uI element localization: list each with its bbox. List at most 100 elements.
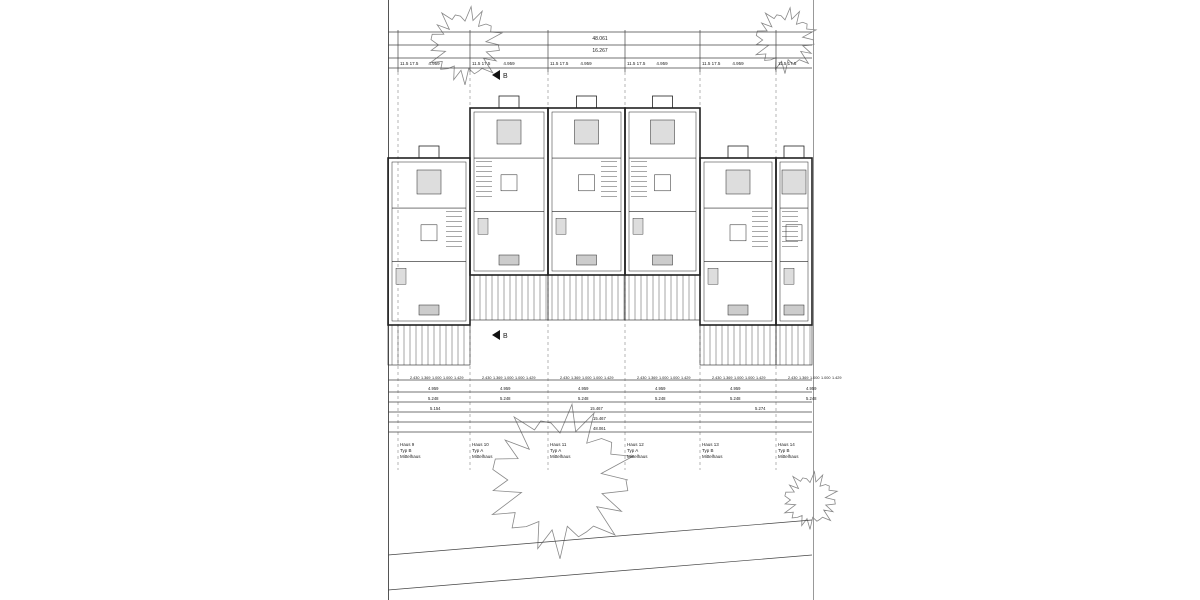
dimension-text: 1.000 [582, 376, 592, 380]
dining-table [727, 304, 749, 316]
dimension-text: 4.959 [656, 61, 668, 66]
bed [496, 119, 522, 145]
dimension-text: 5.248 [428, 396, 439, 401]
section-arrow-icon [492, 70, 500, 80]
house-type: Typ A [627, 448, 638, 453]
dimension-text: 1.429 [756, 376, 766, 380]
sofa [477, 218, 489, 235]
dimension-text: 4.959 [428, 386, 439, 391]
dimension-text: 2.430 [788, 376, 798, 380]
dimension-text: 1.000 [821, 376, 831, 380]
house-kind: Mittelhaus [550, 454, 571, 459]
dimension-text: 4.959 [500, 386, 511, 391]
sofa [555, 218, 567, 235]
houses [387, 95, 813, 366]
terrace [624, 274, 701, 321]
house-name: Haus 12 [627, 442, 644, 447]
dimension-text: 1.000 [659, 376, 669, 380]
house-kind: Mittelhaus [400, 454, 421, 459]
dimension-text: 1.369 [421, 376, 431, 380]
sofa [707, 268, 719, 285]
house-type: Typ A [472, 448, 483, 453]
terrace [547, 274, 626, 321]
house-inner-wall [779, 161, 809, 322]
terrace [775, 324, 813, 366]
dimension-text: 1.000 [504, 376, 514, 380]
house-kind: Mittelhaus [627, 454, 648, 459]
dimension-text: 1.000 [432, 376, 442, 380]
dining-table [498, 254, 520, 266]
dimension-text: 48.061 [592, 36, 608, 42]
dimension-text: 11.5 17.5 [702, 61, 721, 66]
bed [725, 169, 751, 195]
house-kind: Mittelhaus [778, 454, 799, 459]
dimension-text: 4.959 [580, 61, 592, 66]
bathroom-fixtures [785, 224, 803, 242]
bathroom-fixtures [578, 174, 595, 192]
drawing-sheet [388, 0, 814, 600]
dimension-text: 1.000 [810, 376, 820, 380]
dimension-text: 1.369 [571, 376, 581, 380]
tree-outline [429, 5, 504, 86]
dimension-text: 5.274 [755, 406, 766, 411]
dimension-text: 2.430 [482, 376, 492, 380]
dimension-text: 16.267 [592, 48, 608, 54]
house-inner-wall [391, 161, 467, 322]
dimension-text: 4.959 [655, 386, 666, 391]
dimension-text: 1.429 [454, 376, 464, 380]
dimension-text: 5.248 [500, 396, 511, 401]
terrace [469, 274, 549, 321]
roof-element [418, 145, 440, 159]
section-label: B [503, 73, 508, 80]
dimension-text: 15.467 [590, 406, 603, 411]
house-name: Haus 10 [472, 442, 489, 447]
house-inner-wall [703, 161, 773, 322]
dining-table [652, 254, 673, 266]
dimension-text: 4.959 [732, 61, 744, 66]
dimension-text: 1.369 [799, 376, 809, 380]
dimension-text: 48.061 [593, 426, 606, 431]
dimension-text: 1.429 [604, 376, 614, 380]
dimension-text: 5.154 [430, 406, 441, 411]
dimension-text: 1.369 [723, 376, 733, 380]
terrace [699, 324, 777, 366]
dimension-text: 1.000 [593, 376, 603, 380]
dimension-text: 4.959 [428, 61, 440, 66]
road-line [387, 519, 813, 556]
dimension-text: 1.000 [515, 376, 525, 380]
house-type: Typ A [550, 448, 561, 453]
house-type: Typ B [778, 448, 790, 453]
section-markers: BB [492, 70, 508, 340]
roof-element [652, 95, 673, 109]
bathroom-fixtures [654, 174, 671, 192]
house-type: Typ B [400, 448, 412, 453]
dimension-text: 2.430 [560, 376, 570, 380]
bathroom-fixtures [729, 224, 747, 242]
dimension-text: 4.959 [578, 386, 589, 391]
dimension-text: 1.369 [493, 376, 503, 380]
bed [574, 119, 599, 145]
dining-table [783, 304, 805, 316]
tree-outline [754, 6, 818, 74]
house-name: Haus 13 [702, 442, 719, 447]
dimension-text: 1.429 [832, 376, 842, 380]
dining-table [418, 304, 440, 316]
dimension-text: 1.429 [526, 376, 536, 380]
dimension-text: 2.430 [637, 376, 647, 380]
bathroom-fixtures [500, 174, 518, 192]
house-name: Haus 9 [400, 442, 415, 447]
dimension-text: 11.5 17.5 [400, 61, 419, 66]
bed [781, 169, 807, 195]
dimension-text: 1.000 [670, 376, 680, 380]
dimension-text: 11.5 17.5 [627, 61, 646, 66]
house-inner-wall [473, 111, 545, 272]
section-arrow-icon [492, 330, 500, 340]
house-kind: Mittelhaus [702, 454, 723, 459]
sofa [395, 268, 407, 285]
roof-element [576, 95, 597, 109]
sofa [783, 268, 795, 285]
dimension-text: 11.5 17.5 [778, 61, 797, 66]
roof-element [783, 145, 805, 159]
dimension-text: 1.000 [443, 376, 453, 380]
